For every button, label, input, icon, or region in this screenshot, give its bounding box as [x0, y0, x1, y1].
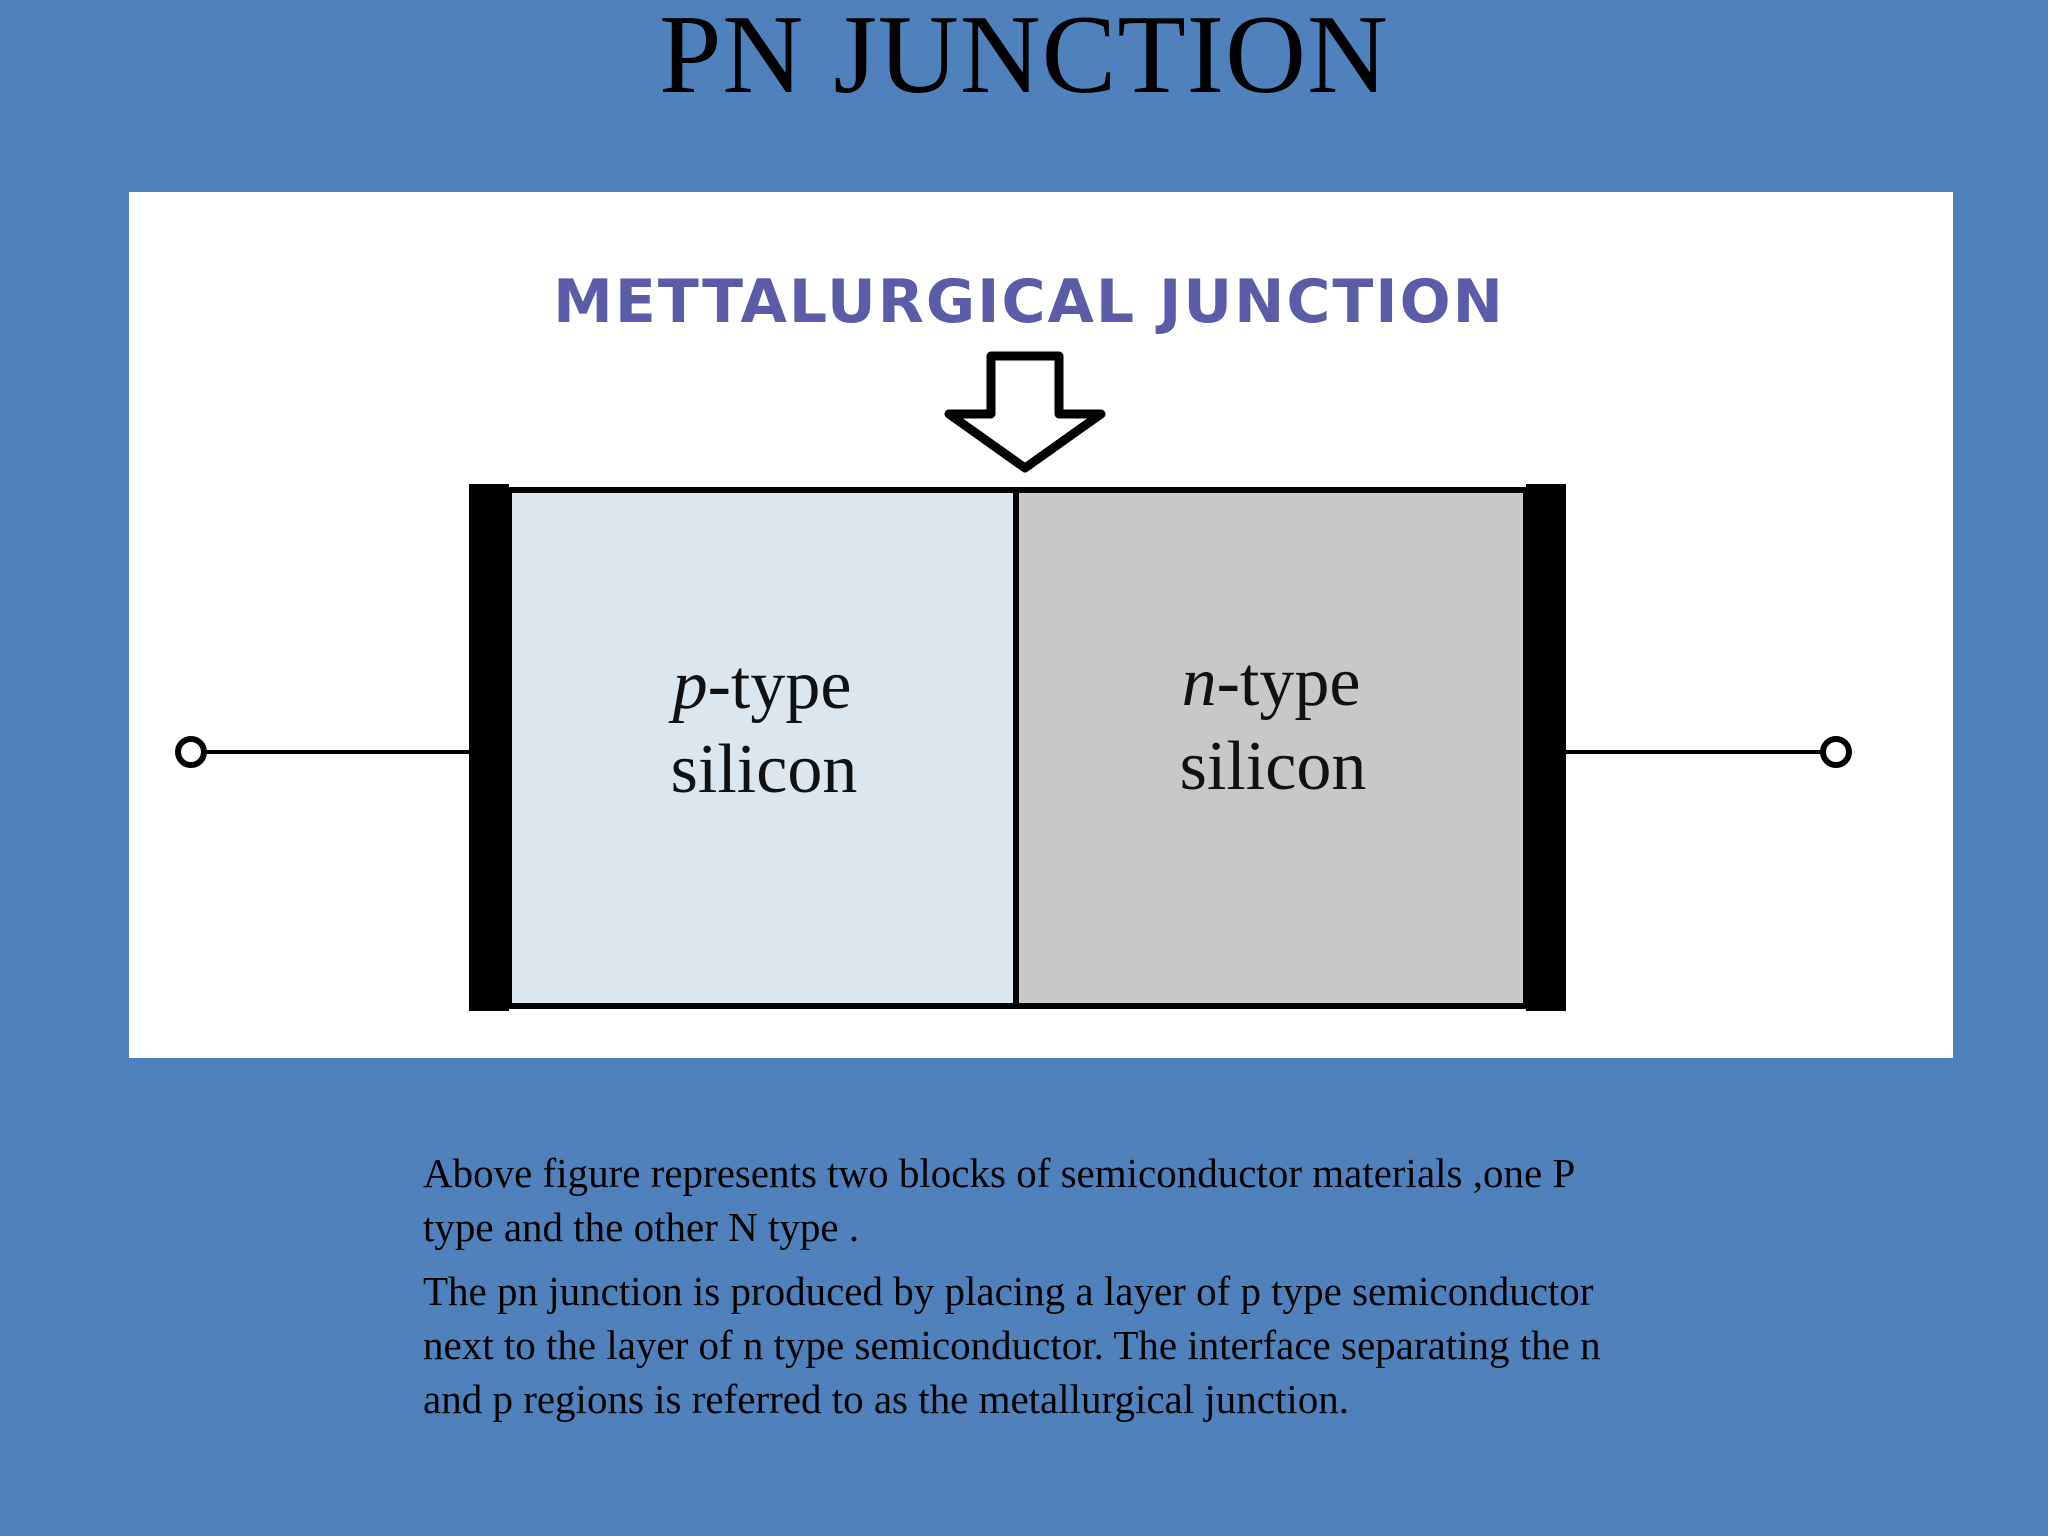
pn-junction-figure: METTALURGICAL JUNCTION p-type silicon n-… [129, 192, 1953, 1058]
p-type-material-label: silicon [671, 731, 858, 808]
right-metal-contact [1526, 484, 1566, 1011]
p-type-letter: p [668, 647, 708, 724]
p-type-suffix: -type [708, 647, 852, 724]
slide-title: PN JUNCTION [659, 0, 1389, 117]
left-metal-contact [469, 484, 509, 1011]
right-terminal [1820, 736, 1852, 768]
left-terminal [175, 736, 207, 768]
down-arrow-outline-icon [944, 351, 1106, 473]
description-text: Above figure represents two blocks of se… [423, 1146, 1643, 1436]
pn-junction-diagram: METTALURGICAL JUNCTION p-type silicon n-… [175, 267, 1852, 1011]
n-type-letter: n [1182, 644, 1217, 721]
metallurgical-junction-heading: METTALURGICAL JUNCTION [553, 267, 1505, 337]
p-type-label: p-type [668, 647, 852, 724]
n-type-material-label: silicon [1180, 728, 1367, 805]
n-type-label: n-type [1182, 644, 1361, 721]
n-type-block [1013, 487, 1529, 1009]
description-paragraph-1: Above figure represents two blocks of se… [423, 1150, 1574, 1250]
n-type-suffix: -type [1217, 644, 1361, 721]
p-type-block [506, 487, 1019, 1009]
description-paragraph-2: The pn junction is produced by placing a… [423, 1268, 1601, 1422]
